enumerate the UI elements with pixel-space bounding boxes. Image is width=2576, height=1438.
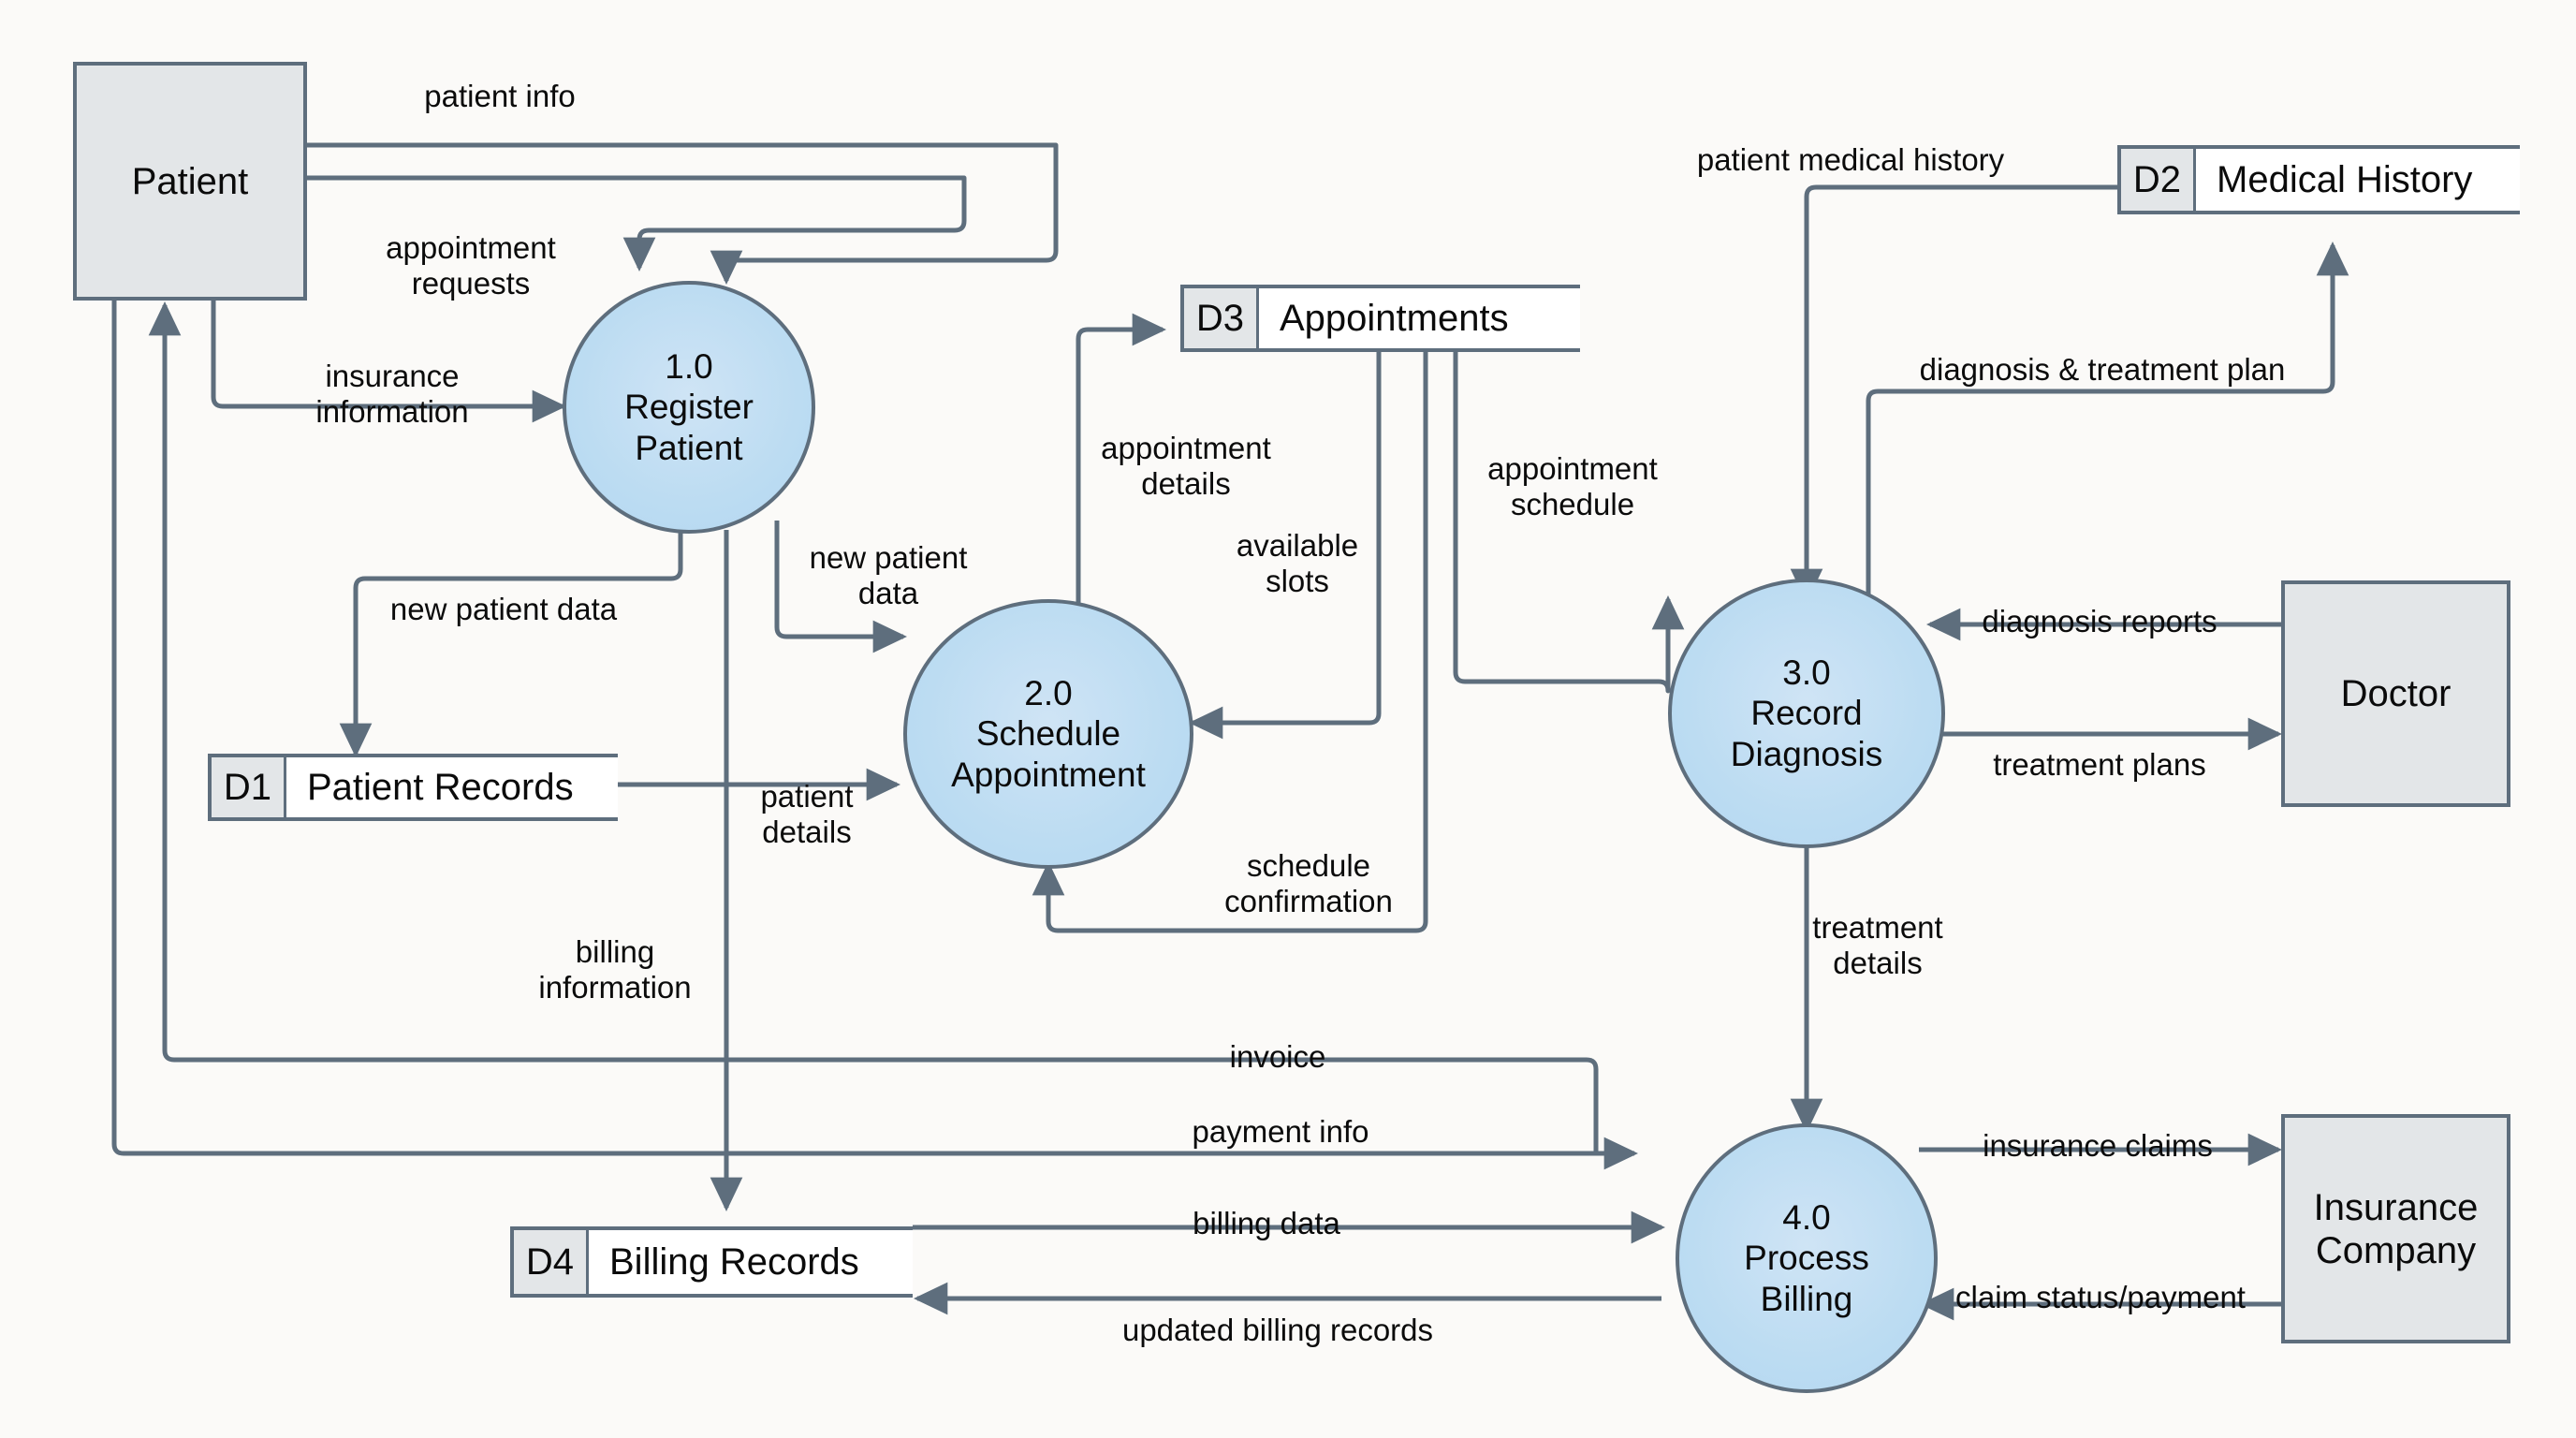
- flow-label-patient-medical-history: patient medical history: [1696, 142, 2005, 177]
- process-4-label: 4.0 Process Billing: [1744, 1197, 1869, 1318]
- data-store-d3-appointments[interactable]: D3 Appointments: [1180, 285, 1580, 352]
- data-store-d2-tag: D2: [2117, 149, 2196, 211]
- process-2-schedule-appointment[interactable]: 2.0 Schedule Appointment: [903, 599, 1193, 869]
- data-store-d4-billing-records[interactable]: D4 Billing Records: [510, 1226, 913, 1298]
- flow-label-new-patient-data: new patient data: [389, 592, 618, 626]
- flow-schedule-confirmation: [1032, 352, 1428, 933]
- flow-insurance-information: [211, 298, 567, 423]
- data-store-d2-medical-history[interactable]: D2 Medical History: [2117, 145, 2520, 214]
- data-store-d4-tag: D4: [510, 1230, 589, 1294]
- data-store-d4-name: Billing Records: [609, 1240, 859, 1283]
- external-entity-insurance-company[interactable]: Insurance Company: [2281, 1114, 2510, 1343]
- data-store-d1-tag: D1: [208, 757, 286, 817]
- external-entity-doctor-label: Doctor: [2340, 673, 2452, 714]
- process-3-record-diagnosis[interactable]: 3.0 Record Diagnosis: [1668, 579, 1945, 848]
- flow-label-diagnosis-reports: diagnosis reports: [1982, 604, 2217, 638]
- process-4-process-billing[interactable]: 4.0 Process Billing: [1676, 1123, 1938, 1393]
- data-store-d3-tag: D3: [1180, 288, 1259, 348]
- flow-label-treatment-details: treatment details: [1812, 910, 1943, 981]
- flow-available-slots: [1188, 352, 1382, 740]
- flow-label-schedule-confirmation: schedule confirmation: [1224, 848, 1393, 919]
- flow-label-appointment-requests: appointment requests: [386, 230, 556, 301]
- flow-payment-info: [111, 300, 1639, 1170]
- process-1-label: 1.0 Register Patient: [624, 346, 754, 467]
- external-entity-patient[interactable]: Patient: [73, 62, 307, 301]
- external-entity-patient-label: Patient: [131, 160, 249, 202]
- data-store-d1-name: Patient Records: [307, 766, 574, 808]
- flow-label-available-slots: available slots: [1236, 528, 1359, 599]
- flow-label-appointment-details: appointment details: [1101, 431, 1271, 502]
- flow-label-appointment-schedule: appointment schedule: [1487, 451, 1658, 522]
- flow-label-insurance-information: insurance information: [315, 359, 469, 430]
- flow-diagnosis-treatment-plan: [1866, 241, 2349, 637]
- flow-label-insurance-claims: insurance claims: [1983, 1128, 2213, 1163]
- flow-label-patient-info: patient info: [424, 79, 576, 113]
- flow-invoice: [148, 301, 1599, 1152]
- data-store-d3-name: Appointments: [1280, 297, 1509, 339]
- flow-label-diagnosis-treatment-plan: diagnosis & treatment plan: [1919, 352, 2286, 387]
- process-3-label: 3.0 Record Diagnosis: [1730, 653, 1883, 773]
- process-2-label: 2.0 Schedule Appointment: [951, 673, 1146, 794]
- flow-label-billing-information: billing information: [538, 934, 692, 1005]
- data-store-d1-patient-records[interactable]: D1 Patient Records: [208, 754, 618, 821]
- external-entity-insurance-company-label: Insurance Company: [2313, 1186, 2479, 1271]
- data-store-d2-name: Medical History: [2217, 158, 2473, 200]
- flow-label-new-patient-data-schedule: new patient data: [809, 540, 968, 611]
- flow-appointment-details: [1076, 313, 1167, 668]
- process-1-register-patient[interactable]: 1.0 Register Patient: [563, 281, 815, 534]
- flow-label-claim-status-payment: claim status/payment: [1955, 1280, 2246, 1314]
- flow-patient-info: [306, 142, 1059, 286]
- flow-appointment-requests: [306, 175, 967, 272]
- flow-appointment-schedule: [1453, 352, 1685, 694]
- flow-label-patient-details: patient details: [760, 779, 854, 850]
- flow-label-treatment-plans: treatment plans: [1993, 747, 2206, 782]
- flow-new-patient-data: [339, 529, 683, 758]
- flow-new-patient-data-to-schedule: [774, 521, 908, 653]
- flow-label-payment-info: payment info: [1192, 1114, 1369, 1149]
- flow-patient-medical-history: [1790, 184, 2127, 604]
- flow-label-invoice: invoice: [1229, 1039, 1326, 1074]
- flow-label-billing-data: billing data: [1193, 1206, 1340, 1240]
- external-entity-doctor[interactable]: Doctor: [2281, 580, 2510, 807]
- flow-label-updated-billing-records: updated billing records: [1121, 1313, 1434, 1347]
